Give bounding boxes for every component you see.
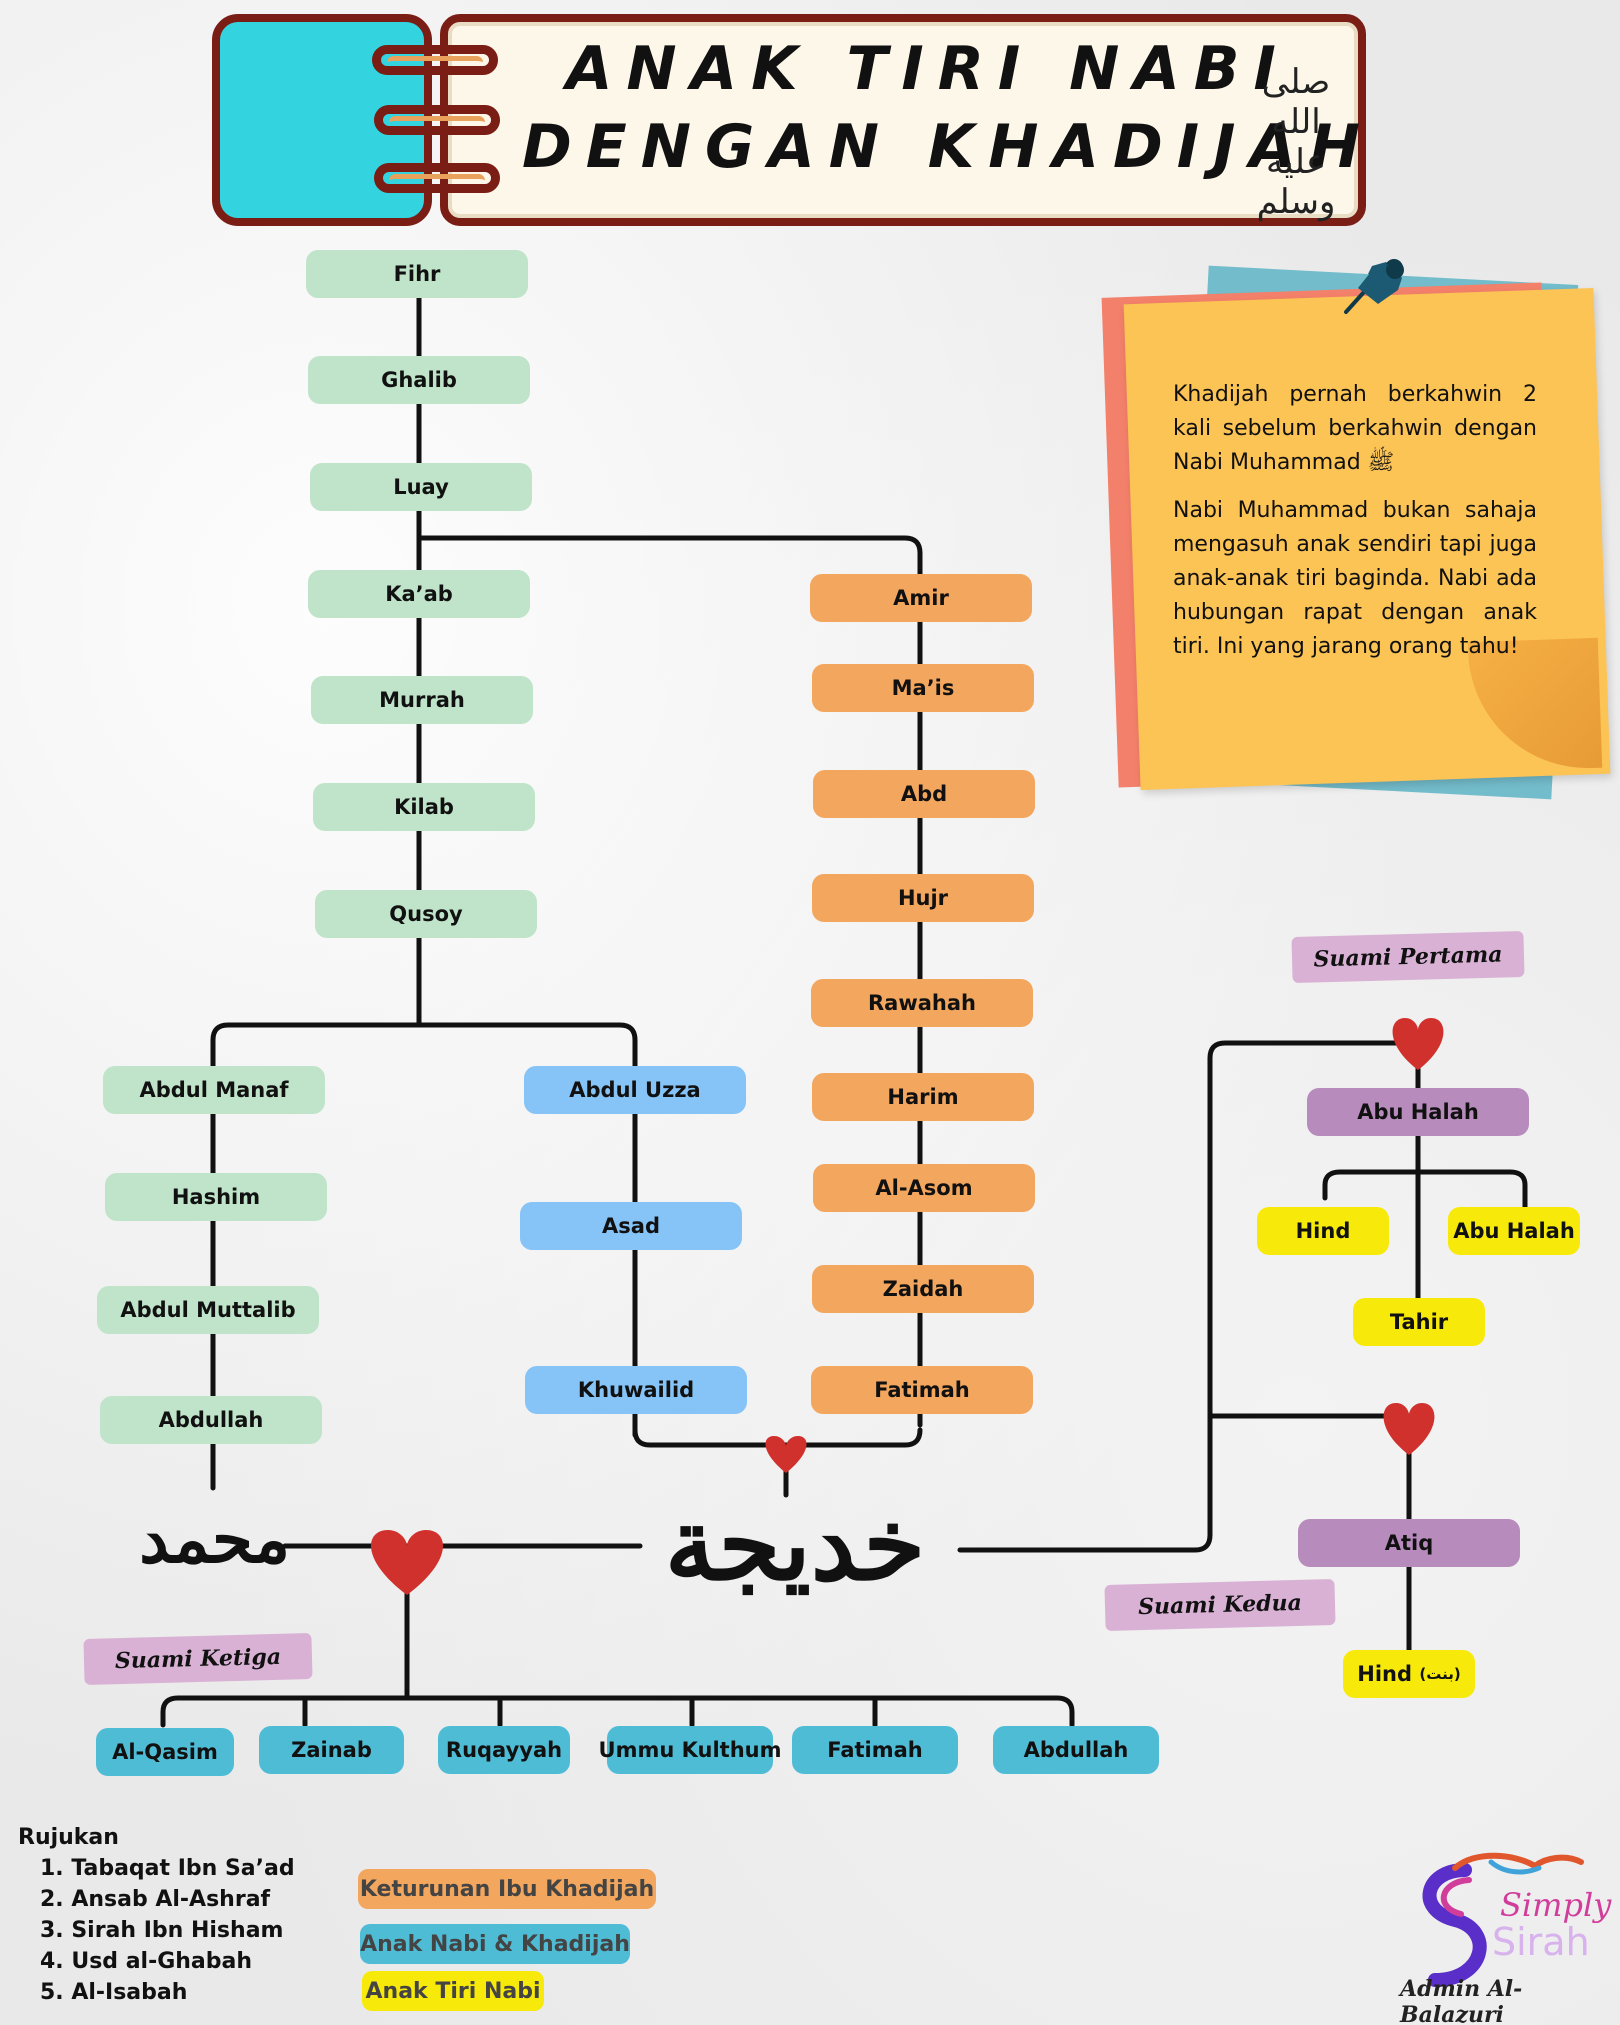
reference-item: 3. Sirah Ibn Hisham xyxy=(40,1918,284,1943)
binder-ring xyxy=(374,105,500,135)
node-kaab: Ka’ab xyxy=(308,570,530,618)
title-line-1: ANAK TIRI NABI xyxy=(566,34,1290,104)
stepchild-hind-binti: Hind (بنت) xyxy=(1343,1650,1475,1698)
stepchild-hind: Hind xyxy=(1257,1207,1389,1255)
heart-icon-1 xyxy=(765,1436,807,1473)
node-abu-halah-husband: Abu Halah xyxy=(1307,1088,1529,1136)
reference-item: 1. Tabaqat Ibn Sa’ad xyxy=(40,1856,295,1881)
note-paragraph-2: Nabi Muhammad bukan sahaja mengasuh anak… xyxy=(1173,498,1537,659)
title-line-2: DENGAN KHADIJAH xyxy=(522,112,1375,182)
node-abdul-manaf: Abdul Manaf xyxy=(103,1066,325,1114)
node-hashim: Hashim xyxy=(105,1173,327,1221)
child-ummu-kulthum: Ummu Kulthum xyxy=(599,1726,781,1774)
pushpin-icon xyxy=(1344,261,1404,314)
node-murrah: Murrah xyxy=(311,676,533,724)
legend-anak-nabi-khadijah: Anak Nabi & Khadijah xyxy=(360,1924,630,1964)
simply-sirah-logo-icon xyxy=(1422,1852,1584,1987)
honorific-calligraphy: صلى الله عليه وسلم xyxy=(1256,62,1336,222)
sticky-note-text: Khadijah pernah berkahwin 2 kali sebelum… xyxy=(1173,378,1537,678)
child-abdullah: Abdullah xyxy=(993,1726,1159,1774)
child-fatimah: Fatimah xyxy=(792,1726,958,1774)
node-mais: Ma’is xyxy=(812,664,1034,712)
note-paragraph-1: Khadijah pernah berkahwin 2 kali sebelum… xyxy=(1173,382,1537,475)
node-kilab: Kilab xyxy=(313,783,535,831)
logo-text-simply: Simply xyxy=(1500,1886,1612,1924)
node-atiq: Atiq xyxy=(1298,1519,1520,1567)
node-al-asom: Al-Asom xyxy=(813,1164,1035,1212)
tag-suami-kedua: Suami Kedua xyxy=(1104,1578,1336,1632)
references-heading: Rujukan xyxy=(18,1825,119,1850)
binder-ring xyxy=(372,45,498,75)
stepchild-abu-halah: Abu Halah xyxy=(1448,1207,1580,1255)
logo-text-sirah: Sirah xyxy=(1492,1920,1590,1964)
heart-icon-4 xyxy=(1383,1403,1435,1455)
references: Rujukan 1. Tabaqat Ibn Sa’ad 2. Ansab Al… xyxy=(18,1822,295,2008)
khadijah-calligraphy: خديجة xyxy=(664,1485,926,1603)
admin-signature: Admin Al-Balazuri xyxy=(1400,1976,1523,2025)
node-harim: Harim xyxy=(812,1073,1034,1121)
child-zainab: Zainab xyxy=(259,1726,404,1774)
stepchild-hind-binti-name: Hind xyxy=(1357,1662,1413,1686)
tag-suami-pertama: Suami Pertama xyxy=(1291,930,1525,984)
legend-keturunan-ibu-khadijah: Keturunan Ibu Khadijah xyxy=(358,1869,656,1909)
heart-icon-3 xyxy=(1392,1018,1444,1070)
child-ruqayyah: Ruqayyah xyxy=(438,1726,570,1774)
node-khuwailid: Khuwailid xyxy=(525,1366,747,1414)
node-fihr: Fihr xyxy=(306,250,528,298)
node-abd: Abd xyxy=(813,770,1035,818)
node-luay: Luay xyxy=(310,463,532,511)
node-ghalib: Ghalib xyxy=(308,356,530,404)
node-qusoy: Qusoy xyxy=(315,890,537,938)
title-banner-paper xyxy=(440,14,1366,226)
reference-item: 5. Al-Isabah xyxy=(40,1980,188,2005)
node-abdul-muttalib: Abdul Muttalib xyxy=(97,1286,319,1334)
node-zaidah: Zaidah xyxy=(812,1265,1034,1313)
node-asad: Asad xyxy=(520,1202,742,1250)
binder-ring xyxy=(374,163,500,193)
node-rawahah: Rawahah xyxy=(811,979,1033,1027)
reference-item: 4. Usd al-Ghabah xyxy=(40,1949,253,1974)
child-al-qasim: Al-Qasim xyxy=(96,1728,234,1776)
node-amir: Amir xyxy=(810,574,1032,622)
stepchild-tahir: Tahir xyxy=(1353,1298,1485,1346)
node-abdullah-father: Abdullah xyxy=(100,1396,322,1444)
node-hujr: Hujr xyxy=(812,874,1034,922)
reference-item: 2. Ansab Al-Ashraf xyxy=(40,1887,271,1912)
heart-icon-2 xyxy=(370,1530,444,1595)
legend-anak-tiri-nabi: Anak Tiri Nabi xyxy=(362,1971,544,2011)
stepchild-hind-binti-suffix: (بنت) xyxy=(1419,1665,1461,1683)
tag-suami-ketiga: Suami Ketiga xyxy=(83,1633,313,1685)
node-abdul-uzza: Abdul Uzza xyxy=(524,1066,746,1114)
muhammad-calligraphy: محمد xyxy=(139,1500,290,1578)
node-fatimah-mother: Fatimah xyxy=(811,1366,1033,1414)
